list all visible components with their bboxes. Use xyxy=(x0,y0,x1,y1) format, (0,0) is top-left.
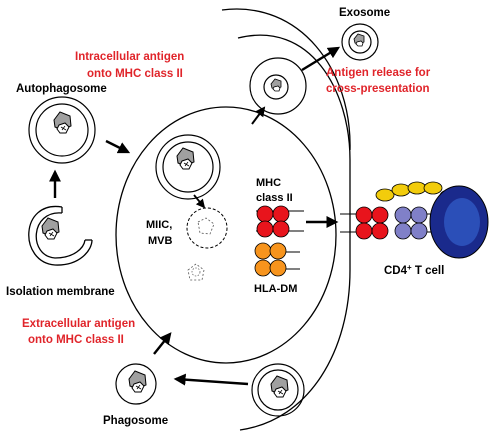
hla-dm xyxy=(254,242,300,277)
tcr xyxy=(394,206,445,240)
cell-membrane xyxy=(237,34,351,431)
cd4-t-cell-label: CD4+ T cell xyxy=(384,263,444,278)
intracellular-label-2: onto MHC class II xyxy=(87,68,183,80)
autophagosome xyxy=(28,96,96,164)
isolation-membrane xyxy=(28,205,93,266)
antigen-release-label-2: cross-presentation xyxy=(326,83,430,95)
hla-dm-label: HLA-DM xyxy=(254,283,297,295)
arrow-to-budding xyxy=(251,106,266,125)
phagosome xyxy=(115,363,157,405)
extracellular-label-1: Extracellular antigen xyxy=(22,318,135,330)
degraded-antigen xyxy=(187,263,205,281)
exosome xyxy=(341,23,379,61)
antigen-release-label-1: Antigen release for xyxy=(326,67,431,79)
miic-label-1: MIIC, xyxy=(146,219,172,231)
surface-mhc-class-ii xyxy=(340,206,389,240)
isolation-membrane-label: Isolation membrane xyxy=(6,286,115,298)
fusing-autophagosome xyxy=(155,134,221,200)
mhc-label-2: class II xyxy=(256,192,293,204)
arrow-phagosome-to-miic xyxy=(153,332,172,355)
degrading-vesicle xyxy=(186,207,228,249)
cd4-t-cell xyxy=(429,185,489,259)
intracellular-label-1: Intracellular antigen xyxy=(75,51,184,63)
autophagosome-label: Autophagosome xyxy=(16,83,107,95)
phagosome-label: Phagosome xyxy=(103,415,168,427)
engulfing-vesicle xyxy=(251,363,305,417)
mhc-label-1: MHC xyxy=(256,177,281,189)
arrow-to-exosome xyxy=(301,46,341,72)
budding-vesicle xyxy=(249,57,307,115)
extracellular-label-2: onto MHC class II xyxy=(28,334,124,346)
mhc-class-ii-internal xyxy=(256,205,304,238)
miic-label-2: MVB xyxy=(148,235,173,247)
miic-mvb-compartment xyxy=(115,106,337,364)
arrow-autophagosome-to-miic xyxy=(105,139,131,154)
arrow-fusion-to-degradation xyxy=(193,194,206,209)
arrow-engulf-to-phagosome xyxy=(173,373,249,386)
cell-membrane-upper xyxy=(221,8,351,151)
exosome-label: Exosome xyxy=(339,7,390,19)
